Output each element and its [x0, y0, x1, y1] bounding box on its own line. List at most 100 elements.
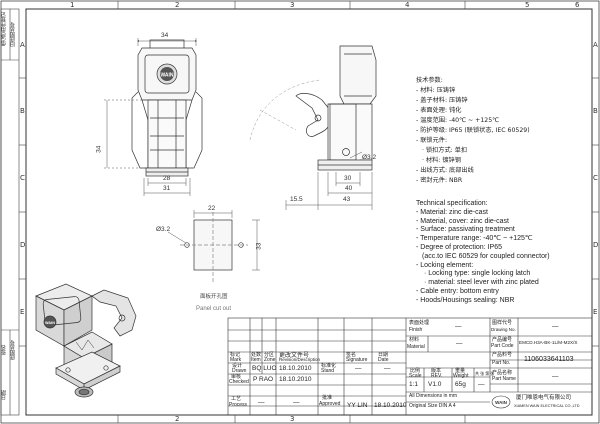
- zone-top-2: 2: [175, 1, 180, 9]
- side-dim-hole: Ø3.2: [362, 154, 377, 161]
- front-view-logo: WAIN: [160, 73, 173, 79]
- zone-top-5: 5: [525, 1, 530, 9]
- checked-label-en: Checked: [229, 379, 249, 385]
- zone-right-d: D: [593, 241, 599, 249]
- cutout-dim-hole: Ø3.2: [156, 226, 171, 233]
- spec-cn-line: - 出线方式: 底部出线: [416, 167, 474, 174]
- spec-en-line: · material: steel lever with zinc plated: [424, 279, 539, 287]
- rev-label-en: REV.: [431, 373, 443, 379]
- scale-label: 比例: [410, 368, 421, 374]
- material-value: —: [456, 340, 463, 347]
- checked-date: 18.10.2010: [279, 376, 312, 383]
- drawing-no-label: 图样代号: [492, 320, 513, 326]
- side-view: [295, 45, 377, 171]
- stand-date: —: [384, 365, 391, 372]
- weight-label: 重量: [455, 368, 466, 374]
- spec-en-line: - Degree of protection: IP65: [416, 243, 502, 251]
- side-dim-30: 30: [344, 175, 352, 182]
- spec-en-line: - Cable entry: bottom entry: [416, 287, 499, 295]
- finish-label-en: Finish: [409, 327, 423, 333]
- part-no-value: 1106033641103: [524, 356, 574, 363]
- zone-left-e: E: [20, 308, 25, 316]
- drawing-no-value: —: [552, 323, 559, 330]
- checked-name: P RAO: [253, 376, 274, 383]
- specs-cn: 技术参数: - 材料: 压铸锌 - 盖子材料: 压铸锌 - 表面处理: 钝化 -…: [416, 77, 530, 188]
- stand-label: 标准化: [321, 363, 337, 369]
- cutout-dim-width: 22: [208, 205, 216, 212]
- zone-right-b: B: [593, 107, 598, 115]
- front-dim-outer: 31: [163, 185, 171, 192]
- company-logo-text: WAIN: [495, 400, 507, 405]
- zone-right-c: C: [593, 174, 598, 182]
- spec-cn-line: - 材料: 压铸锌: [416, 87, 456, 94]
- cutout-caption-cn: 面板开孔图: [200, 294, 228, 300]
- spec-cn-line: - 盖子材料: 压铸锌: [416, 97, 468, 104]
- zone-bottom-6: 6: [575, 1, 580, 9]
- zone-right-e: E: [593, 308, 598, 316]
- spec-cn-line: - 联锁元件:: [416, 137, 448, 144]
- cutout-dim-height: 33: [255, 242, 263, 250]
- rev-header-desc: 更改文件号: [279, 353, 310, 359]
- zone-left-c: C: [20, 174, 25, 182]
- spec-en-line: Technical specification:: [416, 200, 488, 207]
- process-label: 工艺: [231, 396, 242, 402]
- spec-en-line: - Hoods/Housings sealing: NBR: [416, 296, 515, 304]
- side-label-sign: 签名: [1, 345, 7, 355]
- spec-en-line: - Locking element:: [416, 261, 474, 269]
- front-dim-top: 34: [161, 32, 169, 39]
- panel-cutout: [180, 212, 248, 282]
- spec-cn-line: - 表面处理: 钝化: [416, 107, 462, 114]
- stand-value: —: [355, 365, 362, 372]
- front-view: [131, 39, 203, 177]
- drawn-date: 18.10.2010: [279, 365, 312, 372]
- scale-value: 1:1: [409, 381, 419, 388]
- zone-bottom-3: 3: [290, 415, 295, 423]
- spec-en-line: - Temperature range: -40℃ ~ +125℃: [416, 235, 533, 243]
- spec-en-line: - Material, cover: zinc die-cast: [416, 217, 509, 225]
- rev-header-date-en: Date: [378, 357, 389, 363]
- spec-cn-line: · 材料: 镀锌钢: [422, 157, 461, 164]
- process-name: —: [258, 399, 265, 406]
- spec-en-line: - Surface: passivating treatment: [416, 226, 515, 234]
- front-dim-height: 34: [95, 145, 103, 153]
- rev-header-sign-en: Signature: [346, 357, 368, 363]
- rev-header-item: 处数: [251, 352, 262, 358]
- material-label-en: Material: [407, 344, 425, 350]
- rev-header-sign: 签名: [346, 352, 357, 358]
- dims-note: All Dimensions in mm: [409, 393, 458, 399]
- scale-label-en: Scale: [409, 373, 422, 379]
- zone-top-1: 1: [70, 1, 75, 9]
- spec-en-line: · Locking type: single locking latch: [424, 270, 531, 278]
- drawn-label: 设计: [232, 363, 243, 369]
- approved-date: 18.10.2010: [374, 402, 407, 409]
- zone-left-b: B: [20, 107, 25, 115]
- side-label-reg: 借(通)用件登记: [1, 12, 7, 46]
- finish-label: 表面处理: [409, 320, 430, 326]
- drawn-label-en: Drawn: [232, 368, 247, 374]
- part-code-label-en: Part Code: [491, 343, 514, 349]
- part-no-label-en: Part No.: [492, 360, 511, 366]
- weight-value: 65g: [455, 381, 466, 388]
- part-name-label: 产品名称: [492, 370, 513, 376]
- cutout-caption-en: Panel cut out: [196, 306, 232, 312]
- rev-header-mark-en: Mark: [230, 357, 242, 363]
- part-name-value: —: [552, 373, 559, 380]
- company-logo: [491, 395, 511, 409]
- process-label-en: Process: [229, 402, 248, 408]
- rev-header-zone: 分区: [264, 352, 275, 358]
- spec-en-line: (acc.to IEC 60529 for coupled connector): [422, 252, 550, 260]
- material-label: 材料: [409, 337, 420, 343]
- part-name-label-en: Part Name: [492, 376, 516, 382]
- part-no-label: 产品料号: [492, 352, 513, 358]
- side-dim-40: 40: [345, 185, 353, 192]
- side-dim-43: 43: [343, 196, 351, 203]
- sheet-value: —: [478, 381, 485, 388]
- specs-en: Technical specification: - Material: zin…: [416, 200, 550, 306]
- side-dim-155: 15.5: [290, 196, 303, 203]
- rev-value: V1.0: [428, 381, 442, 388]
- isometric-view: [35, 283, 137, 398]
- zone-top-4: 4: [405, 1, 410, 9]
- weight-label-en: Weight: [453, 373, 469, 379]
- zone-right-a: A: [593, 41, 598, 49]
